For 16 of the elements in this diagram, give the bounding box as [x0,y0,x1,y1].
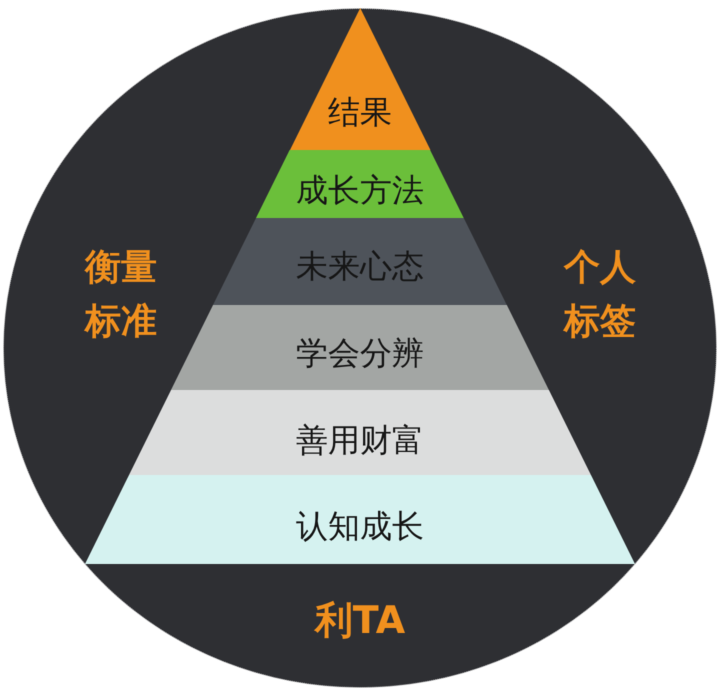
circle-background [3,8,717,688]
tier-label: 结果 [328,92,392,132]
tier-label: 学会分辨 [296,333,424,373]
tier-label: 认知成长 [296,506,424,546]
pyramid-tier [290,8,430,150]
bottom-label: 利TA [314,597,406,643]
tier-label: 未来心态 [296,246,424,286]
side-label: 衡量标准 [85,246,158,344]
pyramid-tier [129,390,591,475]
side-label: 个人标签 [564,246,637,344]
pyramid-tier [85,475,635,564]
pyramid-tier [256,150,464,218]
tier-label: 善用财富 [296,420,424,460]
tier-label: 成长方法 [296,170,424,210]
pyramid-tier [171,305,549,390]
pyramid-tier [213,218,507,305]
